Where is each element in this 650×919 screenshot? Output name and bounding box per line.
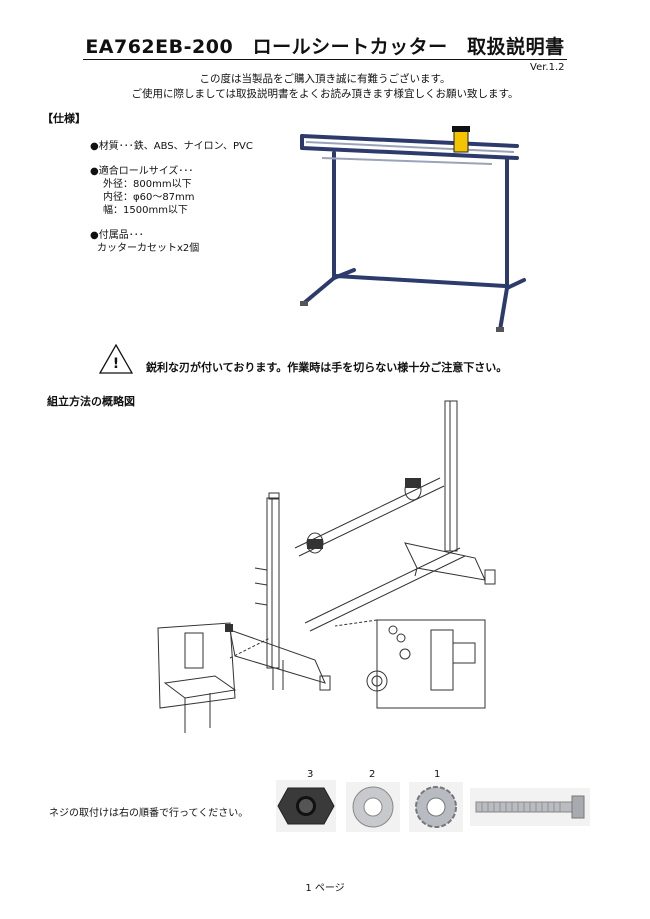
spec-material: ●材質･･･鉄、ABS、ナイロン、PVC: [90, 141, 253, 152]
greeting-line-2: ご使用に際しましては取扱説明書をよくお読み頂きます様宜しくお願い致します。: [131, 88, 519, 100]
document-title: EA762EB-200 ロールシートカッター 取扱説明書: [83, 36, 567, 60]
assembly-heading: 組立方法の概略図: [47, 395, 135, 408]
spec-inner-diameter: 内径：φ60～87mm: [103, 192, 195, 203]
spec-roll-size-title: ●適合ロールサイズ･･･: [90, 166, 194, 177]
spec-outer-diameter: 外径：800mm以下: [103, 179, 192, 190]
screw-instruction: ネジの取付けは右の順番で行ってください。: [49, 808, 249, 819]
spec-accessories: カッターカセットx2個: [97, 243, 200, 254]
page-number: 1 ページ: [305, 883, 345, 894]
part-number-lock-washer: 1: [434, 769, 441, 780]
assembly-diagram: [157, 400, 496, 733]
product-photo: [300, 126, 526, 332]
spec-width: 幅：1500mm以下: [103, 205, 188, 216]
warning-text: 鋭利な刃が付いております。作業時は手を切らない様十分ご注意下さい。: [146, 361, 508, 374]
svg-text:!: !: [113, 356, 119, 372]
spec-accessories-title: ●付属品･･･: [90, 230, 144, 241]
nut-icon: [276, 780, 336, 832]
lock-washer-icon: [409, 782, 463, 832]
version-label: Ver.1.2: [530, 62, 565, 73]
bolt-icon: [470, 788, 590, 826]
warning-triangle-icon: !: [98, 343, 134, 374]
part-number-flat-washer: 2: [369, 769, 376, 780]
part-number-nut: 3: [307, 769, 314, 780]
flat-washer-icon: [346, 782, 400, 832]
greeting-line-1: この度は当製品をご購入頂き誠に有難うございます。: [199, 73, 451, 85]
specs-heading: 【仕様】: [42, 112, 86, 125]
